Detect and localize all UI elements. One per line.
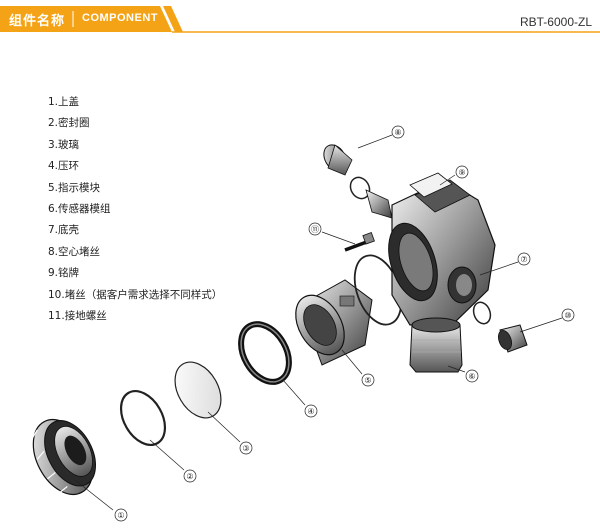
- part-hollow-plug: [323, 144, 393, 219]
- part-seal-ring: [119, 390, 167, 446]
- part-item-5: 5.指示模块: [48, 181, 101, 194]
- model-number: RBT-6000-ZL: [519, 15, 592, 29]
- callout-10: ⑩: [564, 311, 571, 320]
- part-item-7: 7.底壳: [48, 224, 80, 237]
- part-item-1: 1.上盖: [48, 96, 80, 108]
- page-title: 组件名称: [9, 14, 66, 29]
- part-item-9: 9.铭牌: [48, 267, 80, 280]
- callout-9: ⑨: [458, 168, 465, 177]
- part-item-10: 10.堵丝（据客户需求选择不同样式）: [48, 288, 223, 301]
- parts-list: 1.上盖 2.密封圈 3.玻璃 4.压环 5.指示模块 6.传感器模组 7.底壳…: [48, 92, 222, 327]
- callout-4: ④: [307, 407, 314, 416]
- part-item-3: 3.玻璃: [48, 138, 80, 151]
- callout-5: ⑤: [364, 376, 371, 385]
- part-item-8: 8.空心堵丝: [48, 245, 101, 258]
- callout-8: ⑧: [394, 128, 401, 137]
- callout-2: ②: [186, 472, 193, 481]
- header-accent-stripe: [163, 6, 183, 32]
- part-plug-screw: [472, 301, 528, 353]
- header-accent-bar: [0, 6, 172, 32]
- part-ground-screw: [344, 232, 375, 252]
- part-nameplate: [409, 172, 453, 198]
- part-indicator-module: [295, 279, 373, 366]
- part-item-2: 2.密封圈: [48, 117, 90, 130]
- header-banner: 组件名称 COMPONENT RBT-6000-ZL: [0, 0, 600, 40]
- part-glass: [174, 361, 222, 419]
- callout-1: ①: [117, 511, 124, 520]
- part-pressure-ring: [238, 321, 292, 385]
- leader-lines: [74, 134, 563, 511]
- page-subtitle: COMPONENT: [82, 12, 158, 24]
- part-top-cover: [30, 419, 97, 495]
- part-item-11: 11.接地螺丝: [48, 309, 107, 322]
- callout-6: ⑥: [468, 372, 475, 381]
- part-housing: [388, 179, 496, 326]
- part-sensor-module: [409, 317, 463, 373]
- callout-11: ⑪: [311, 225, 319, 234]
- callout-3: ③: [242, 444, 249, 453]
- callout-markers: ① ② ③ ④ ⑤ ⑥ ⑦ ⑧ ⑨ ⑩ ⑪: [114, 125, 575, 522]
- callout-7: ⑦: [520, 255, 527, 264]
- header-graphic: [0, 6, 600, 33]
- part-item-6: 6.传感器模组: [48, 202, 111, 215]
- part-item-4: 4.压环: [48, 160, 80, 173]
